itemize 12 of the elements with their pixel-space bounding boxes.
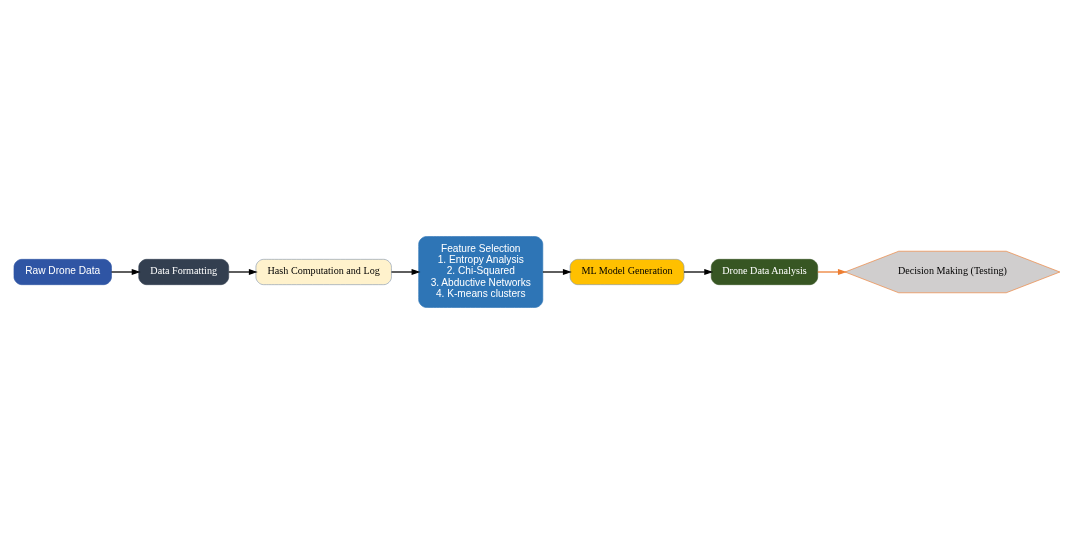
node-box: Feature Selection 1. Entropy Analysis 2. Chi-Squared 3. Abductive Networks 4. K-means clusters [418, 236, 544, 308]
arrow [110, 268, 141, 276]
arrow [817, 268, 847, 276]
arrow [228, 268, 258, 276]
arrow [542, 268, 572, 276]
arrow [390, 268, 421, 276]
node-box: Drone Data Analysis [710, 259, 818, 285]
node-box: Hash Computation and Log [255, 259, 392, 285]
arrow [683, 268, 714, 276]
node-box: Data Formatting [138, 259, 229, 285]
node-box: Raw Drone Data [13, 259, 112, 285]
node-box: ML Model Generation [569, 259, 685, 285]
